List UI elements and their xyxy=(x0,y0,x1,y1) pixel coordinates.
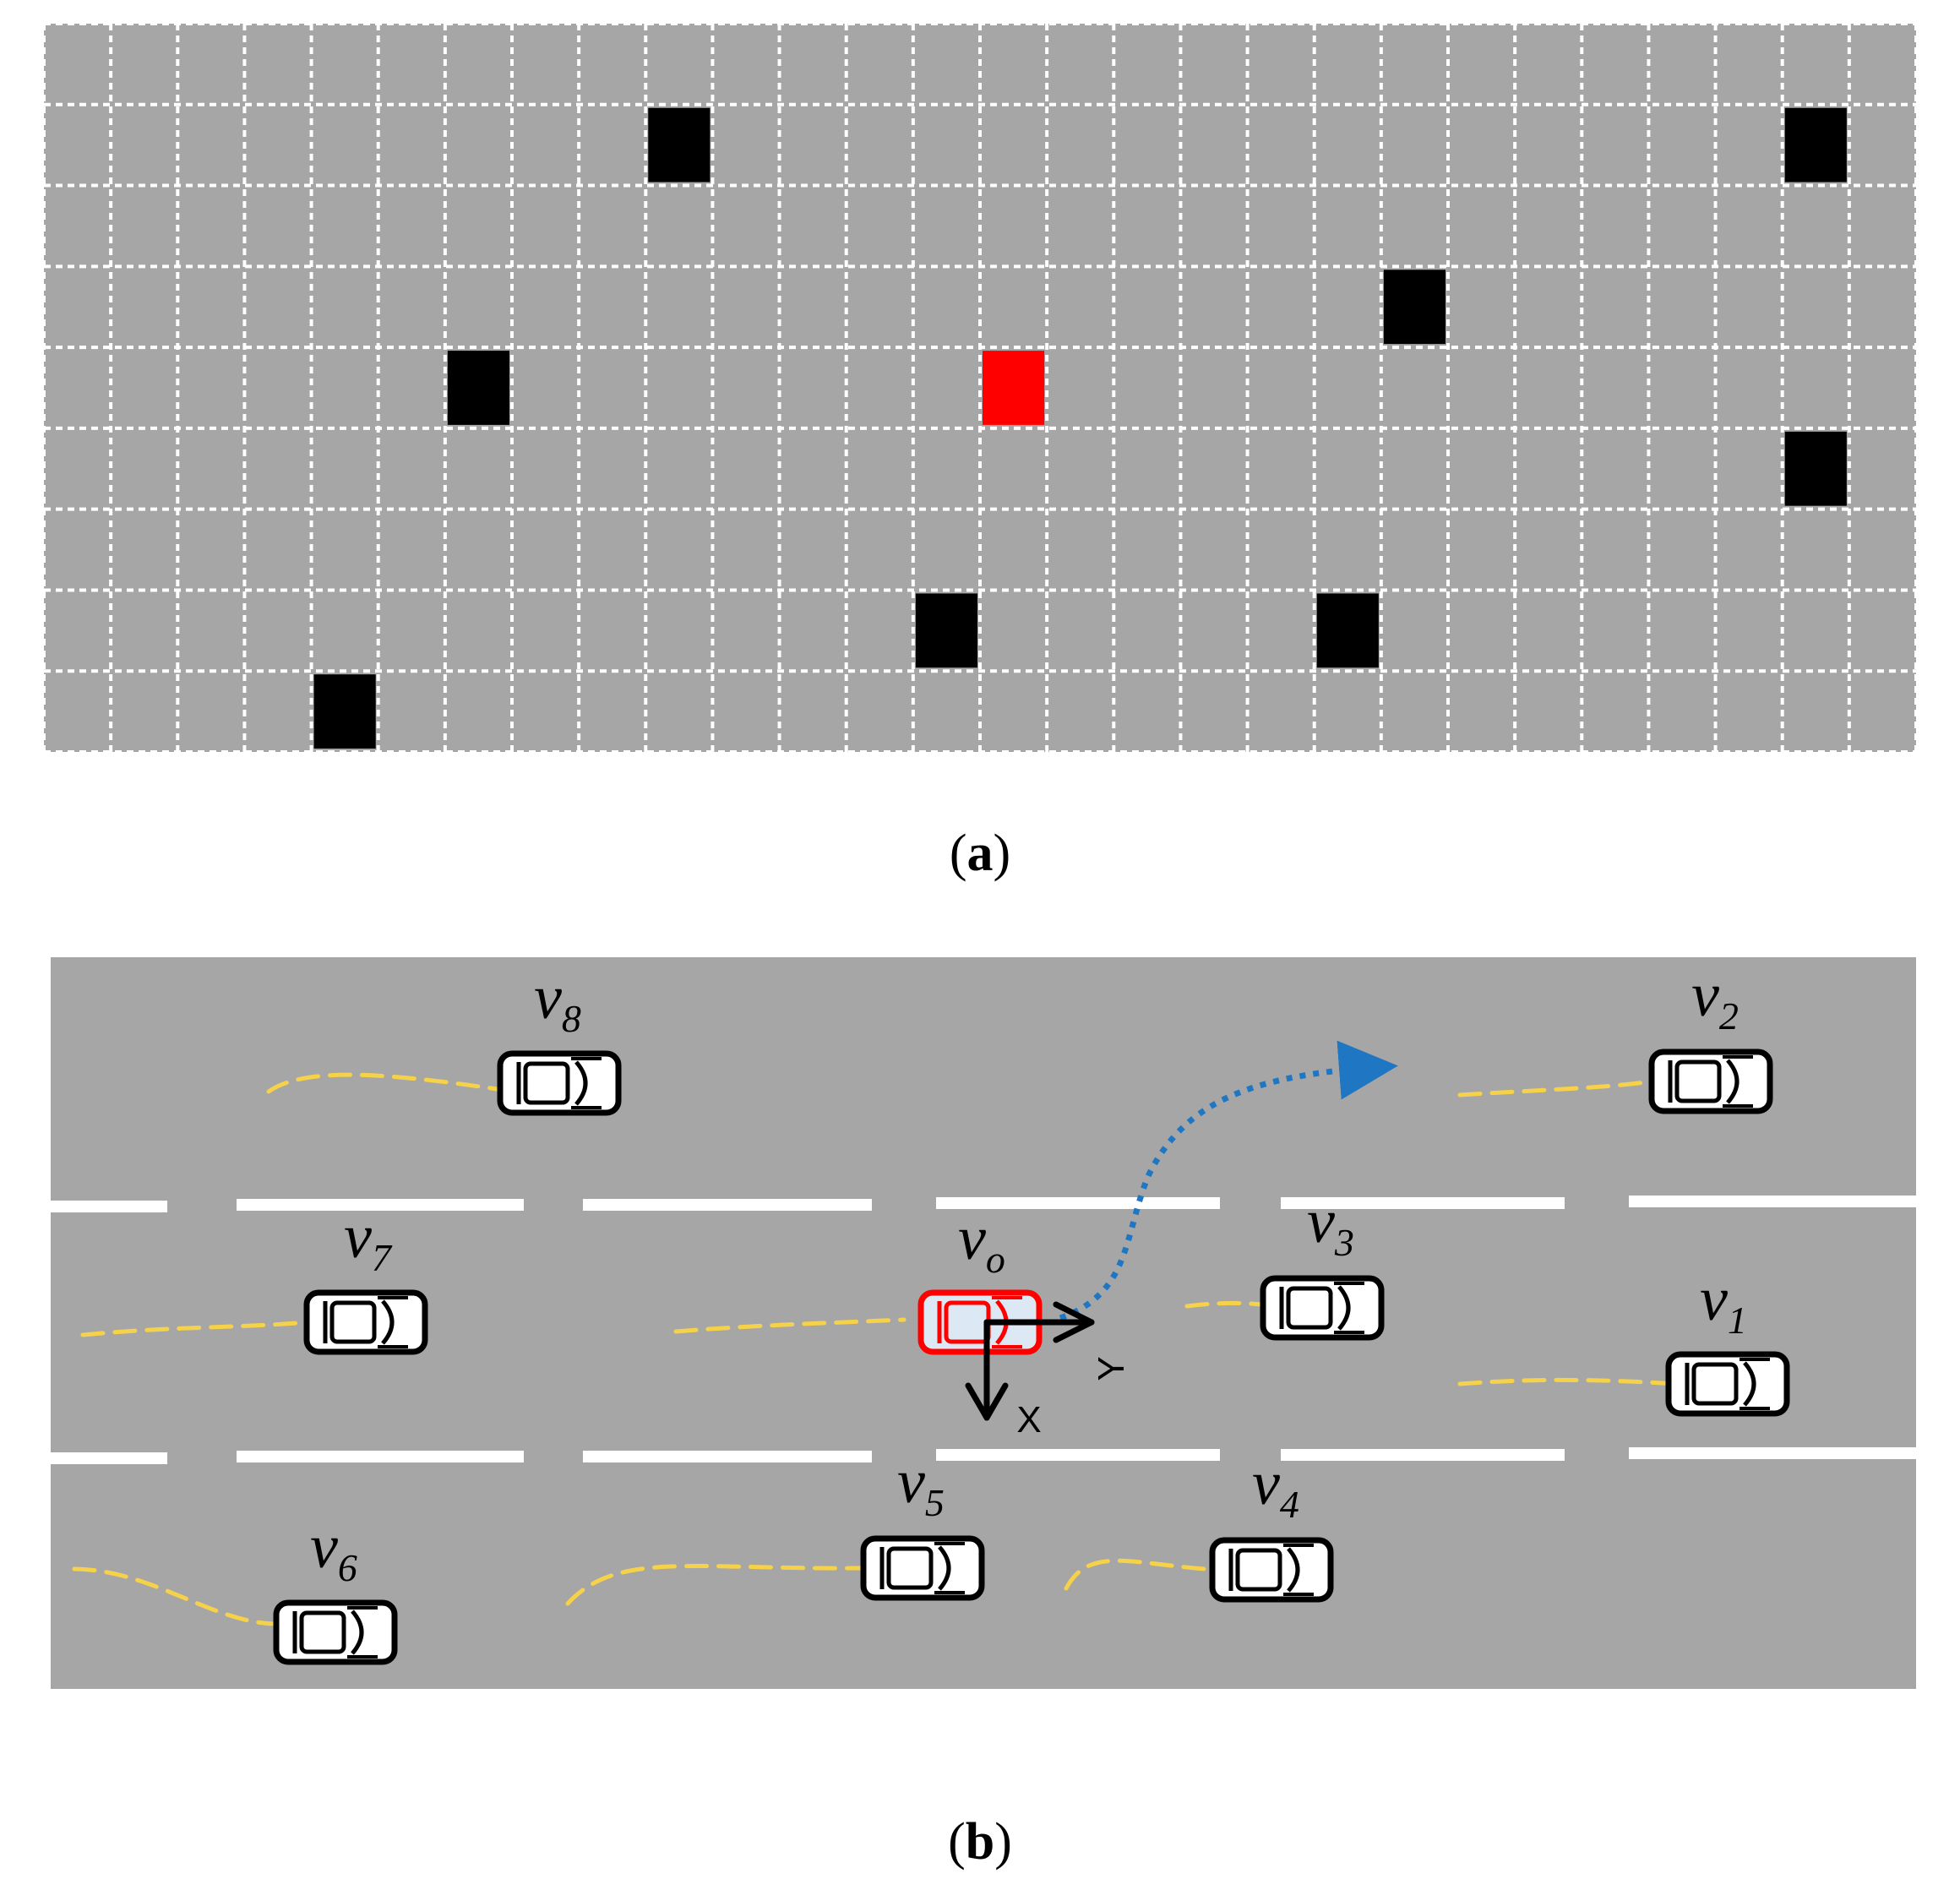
car-windshield xyxy=(574,1060,588,1106)
vehicle-v7 xyxy=(303,1289,428,1355)
car-body xyxy=(1648,1048,1773,1114)
vehicle-v5 xyxy=(860,1535,985,1601)
vehicle-label-v6: v6 xyxy=(310,1512,357,1589)
ego-coordinate-axes xyxy=(965,1301,1095,1421)
car-roof xyxy=(1674,1059,1722,1103)
vehicle-label-subscript: 4 xyxy=(1280,1483,1299,1526)
vehicle-label-main: v xyxy=(1691,961,1719,1030)
vehicle-label-subscript: 2 xyxy=(1719,994,1739,1038)
car-roof xyxy=(523,1061,570,1105)
car-roof xyxy=(1691,1362,1739,1406)
trajectory-v3 xyxy=(1184,1300,1287,1310)
ego-cell xyxy=(983,351,1045,425)
car-roof xyxy=(1286,1286,1333,1330)
car-windshield xyxy=(1287,1547,1300,1593)
vehicle-v8 xyxy=(497,1050,622,1116)
car-windshield xyxy=(1743,1361,1756,1407)
vehicle-label-subscript: 5 xyxy=(925,1481,945,1524)
y-axis-label: Y xyxy=(1091,1356,1132,1381)
car-body xyxy=(497,1050,622,1116)
car-roof xyxy=(299,1610,346,1654)
car-body xyxy=(273,1599,398,1665)
occupied-cell xyxy=(1784,107,1847,182)
vehicle-label-v2: v2 xyxy=(1691,961,1739,1038)
car-windshield xyxy=(1337,1285,1351,1331)
trajectory-v7 xyxy=(80,1320,311,1337)
lane-marking-upper xyxy=(51,1196,1916,1212)
vehicle-label-subscript: 1 xyxy=(1728,1299,1747,1342)
vehicle-label-main: v xyxy=(897,1447,925,1517)
trajectory-v6 xyxy=(72,1566,277,1626)
car-body xyxy=(1260,1275,1385,1341)
car-roof xyxy=(886,1546,934,1590)
vehicle-label-subscript: 6 xyxy=(338,1546,357,1589)
car-body xyxy=(1209,1537,1334,1603)
car-windshield xyxy=(351,1609,364,1655)
vehicle-label-main: v xyxy=(310,1512,338,1582)
car-windshield xyxy=(381,1299,395,1345)
vehicle-label-v8: v8 xyxy=(534,963,581,1040)
planned-path-arrow xyxy=(1059,1040,1398,1321)
vehicle-v6 xyxy=(273,1599,398,1665)
car-roof xyxy=(329,1300,377,1344)
trajectory-v4 xyxy=(1064,1558,1219,1591)
trajectory-v5 xyxy=(565,1564,864,1606)
trajectory-v2 xyxy=(1457,1079,1654,1098)
occupied-cell xyxy=(1316,593,1379,668)
vehicle-label-subscript: o xyxy=(986,1238,1005,1281)
occupied-cell xyxy=(648,107,710,182)
ego-vehicle-label: vo xyxy=(958,1204,1005,1281)
car-body xyxy=(303,1289,428,1355)
vehicle-label-main: v xyxy=(1700,1265,1728,1334)
occupied-cell xyxy=(915,593,977,668)
panel-b-caption: (b) xyxy=(948,1813,1012,1871)
panel-a-caption: (a) xyxy=(950,825,1010,882)
y-axis-arrowhead xyxy=(1053,1301,1095,1343)
vehicle-v2 xyxy=(1648,1048,1773,1114)
vehicle-label-subscript: 7 xyxy=(372,1236,393,1279)
vehicle-label-subscript: 3 xyxy=(1334,1221,1354,1264)
car-roof xyxy=(1235,1548,1282,1592)
car-windshield xyxy=(938,1545,951,1591)
vehicle-label-v3: v3 xyxy=(1307,1187,1354,1264)
occupied-cell xyxy=(447,351,509,425)
trajectory-ego xyxy=(673,1317,906,1334)
trajectory-v8 xyxy=(266,1072,505,1094)
grid-cells xyxy=(313,107,1847,749)
x-axis-label: X xyxy=(1016,1399,1041,1441)
lane-marking-lower xyxy=(51,1447,1916,1464)
occupied-cell xyxy=(313,674,376,749)
vehicle-label-subscript: 8 xyxy=(562,997,581,1040)
vehicle-label-main: v xyxy=(344,1202,372,1272)
vehicle-label-v7: v7 xyxy=(344,1202,393,1279)
vehicle-label-v4: v4 xyxy=(1252,1449,1299,1526)
panel-a-occupancy-grid xyxy=(42,22,1918,754)
trajectory-v1 xyxy=(1457,1377,1680,1386)
occupied-cell xyxy=(1383,270,1446,345)
vehicle-v3 xyxy=(1260,1275,1385,1341)
vehicle-v1 xyxy=(1665,1351,1790,1417)
car-windshield xyxy=(1726,1059,1740,1104)
vehicle-label-v1: v1 xyxy=(1700,1265,1747,1342)
vehicle-label-main: v xyxy=(534,963,562,1032)
vehicle-label-main: v xyxy=(1307,1187,1335,1256)
x-axis-arrowhead xyxy=(965,1382,1009,1421)
occupied-cell xyxy=(1784,431,1847,506)
vehicle-v4 xyxy=(1209,1537,1334,1603)
car-body xyxy=(1665,1351,1790,1417)
vehicle-label-v5: v5 xyxy=(897,1447,945,1524)
car-body xyxy=(860,1535,985,1601)
vehicle-label-main: v xyxy=(958,1204,986,1273)
grid-lines xyxy=(42,22,1918,754)
vehicle-label-main: v xyxy=(1252,1449,1280,1518)
ego-vehicle xyxy=(917,1289,1043,1355)
history-trajectories xyxy=(72,1072,1680,1626)
